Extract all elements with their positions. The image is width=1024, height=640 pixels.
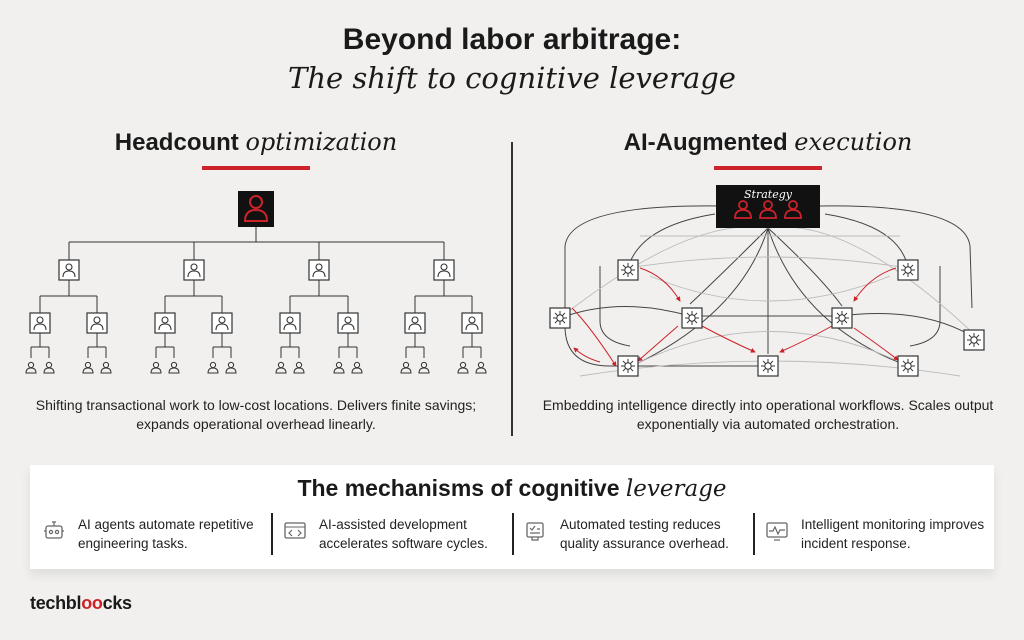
logo-text-accent: oo [81, 593, 103, 613]
ai-network-diagram: Strategy [549, 185, 985, 377]
monitor-pulse-icon [766, 522, 788, 541]
right-heading-italic: execution [794, 128, 913, 156]
org-chart-diagram [25, 191, 487, 374]
network-nodes [549, 259, 985, 377]
right-caption: Embedding intelligence directly into ope… [542, 397, 994, 432]
title-block: Beyond labor arbitrage: The shift to cog… [0, 22, 1024, 98]
left-heading-bold: Headcount [114, 129, 239, 156]
org-level-2 [29, 312, 483, 334]
right-heading: AI-Augmented execution [568, 126, 968, 159]
left-caption: Shifting transactional work to low-cost … [35, 397, 477, 432]
robot-icon [44, 521, 64, 539]
left-heading: Headcount optimization [56, 126, 456, 159]
mechanism-separator [753, 513, 755, 555]
mechanism-item-ai-agents: AI agents automate repetitive engineerin… [30, 513, 271, 557]
mechanism-item-ai-development: AI-assisted development accelerates soft… [271, 513, 512, 557]
mechanism-item-intelligent-monitoring: Intelligent monitoring improves incident… [753, 513, 994, 557]
mechanism-separator [271, 513, 273, 555]
mechanism-text: Automated testing reduces quality assura… [560, 517, 729, 551]
center-divider [511, 142, 513, 436]
logo-text-pre: techbl [30, 593, 82, 613]
mechanism-text: Intelligent monitoring improves incident… [801, 517, 985, 551]
network-outer-loops [559, 205, 973, 369]
right-heading-bold: AI-Augmented [623, 129, 788, 156]
strategy-node: Strategy [716, 185, 820, 228]
logo-text-post: cks [102, 593, 132, 613]
mechanisms-panel: The mechanisms of cognitive leverage AI … [30, 465, 994, 569]
mechanism-separator [512, 513, 514, 555]
checklist-icon [526, 522, 544, 541]
code-window-icon [284, 522, 306, 539]
strategy-label: Strategy [744, 188, 793, 201]
left-heading-underline [202, 166, 310, 170]
mechanism-item-automated-testing: Automated testing reduces quality assura… [512, 513, 753, 557]
techblocks-logo[interactable]: techbloocks [30, 592, 132, 614]
org-level-1 [58, 259, 455, 281]
mechanisms-title-bold: The mechanisms of cognitive [297, 475, 620, 501]
org-level-3 [25, 361, 487, 374]
network-red-arrows [571, 267, 899, 367]
mechanism-text: AI agents automate repetitive engineerin… [78, 517, 254, 551]
page-subtitle: The shift to cognitive leverage [288, 61, 736, 95]
org-connectors [30, 227, 482, 358]
mechanism-text: AI-assisted development accelerates soft… [319, 517, 488, 551]
mechanisms-title-italic: leverage [625, 476, 727, 502]
org-root-node [238, 191, 274, 227]
mechanisms-title: The mechanisms of cognitive leverage [30, 473, 994, 504]
page-title: Beyond labor arbitrage: [342, 23, 682, 56]
left-heading-italic: optimization [245, 128, 398, 156]
right-heading-underline [714, 166, 822, 170]
